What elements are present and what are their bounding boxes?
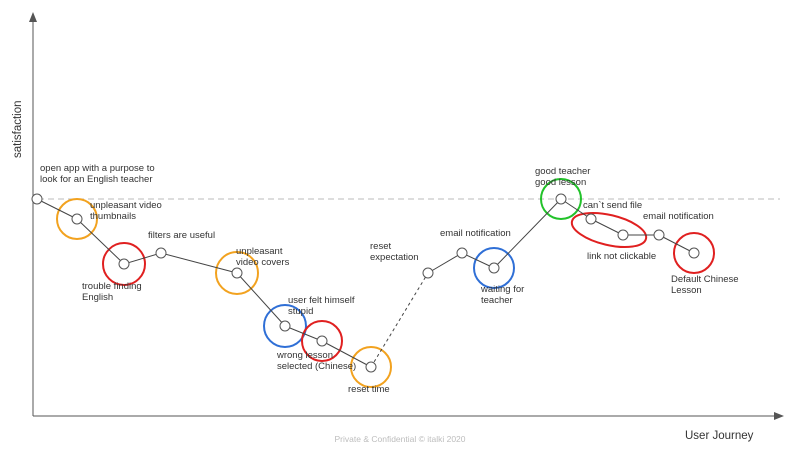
path-segment-email-notification-1 [461, 252, 495, 269]
axes: satisfaction User Journey [12, 12, 784, 442]
point-felt-stupid [279, 320, 291, 332]
label-link-not-clickable: link not clickable [587, 251, 656, 262]
x-axis-label: User Journey [685, 430, 754, 442]
point-email-notification-1 [456, 247, 468, 259]
ring-trouble-finding [102, 242, 146, 286]
path-segment-open-app [36, 198, 78, 220]
point-wrong-lesson [316, 335, 328, 347]
journey-points [31, 193, 700, 373]
point-reset-time [365, 361, 377, 373]
y-axis-arrow-icon [29, 12, 37, 22]
path-segment-waiting-teacher [493, 198, 562, 269]
ring-default-chinese [673, 232, 715, 274]
path-segment-good-teacher [560, 198, 592, 220]
ring-reset-time [350, 346, 392, 388]
point-cant-send-file [585, 213, 597, 225]
ring-waiting-teacher [473, 247, 515, 289]
point-unpleasant-thumbnails [71, 213, 83, 225]
path-segment-trouble-finding [123, 252, 162, 265]
point-unpleasant-covers [231, 267, 243, 279]
highlight-rings [56, 178, 715, 388]
y-axis-label: satisfaction [12, 100, 24, 158]
ring-unpleasant-thumbnails [56, 198, 98, 240]
footer-text: Private & Confidential © italki 2020 [335, 434, 466, 444]
label-email-notification-1: email notification [440, 228, 511, 239]
label-email-notification-2: email notification [643, 211, 714, 222]
point-default-chinese [688, 247, 700, 259]
label-cant-send-file: can`t send file [583, 200, 642, 211]
path-segment-reset-expectation [427, 252, 463, 274]
point-good-teacher [555, 193, 567, 205]
ring-good-teacher [540, 178, 582, 220]
point-link-not-clickable [617, 229, 629, 241]
path-segment-unpleasant-thumbnails [76, 218, 125, 265]
point-filters-useful [155, 247, 167, 259]
ring-wrong-lesson [301, 320, 343, 362]
ring-unpleasant-covers [215, 251, 259, 295]
ring-file-link-issues [570, 211, 648, 249]
point-open-app [31, 193, 43, 205]
path-segment-email-notification-2 [658, 234, 695, 254]
path-segment-unpleasant-covers [236, 272, 286, 327]
point-reset-expectation [422, 267, 434, 279]
x-axis-arrow-icon [774, 412, 784, 420]
point-trouble-finding [118, 258, 130, 270]
journey-path [36, 198, 695, 368]
path-segment-reset-time [370, 272, 429, 368]
label-reset-time: reset time [348, 384, 390, 395]
path-segment-wrong-lesson [321, 340, 372, 368]
label-filters-useful: filters are useful [148, 230, 215, 241]
path-segment-felt-stupid [284, 325, 323, 342]
ring-felt-stupid [263, 304, 307, 348]
point-email-notification-2 [653, 229, 665, 241]
path-segment-cant-send-file [590, 218, 624, 236]
point-waiting-teacher [488, 262, 500, 274]
path-segment-filters-useful [160, 252, 238, 274]
